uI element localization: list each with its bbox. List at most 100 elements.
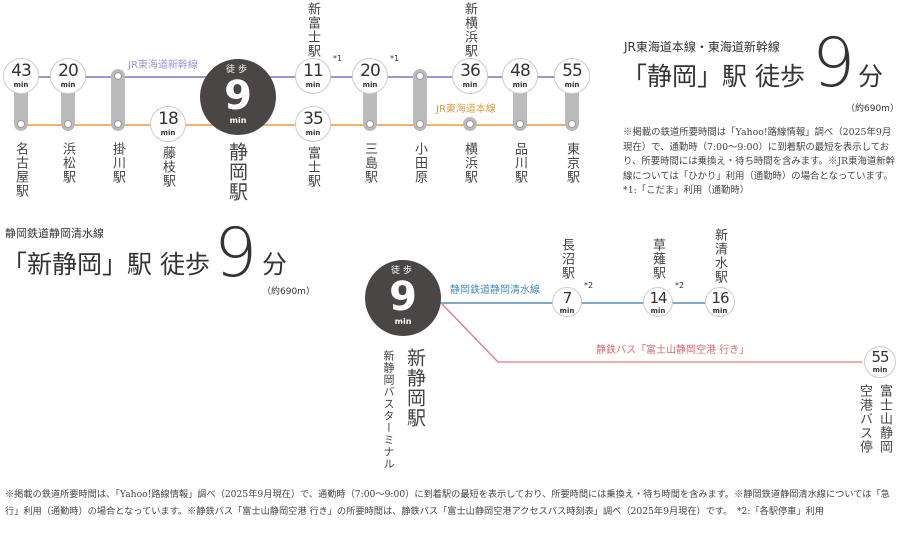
station-name: 品川駅	[512, 142, 527, 184]
heading2-distance: （約690m）	[262, 287, 315, 297]
minutes-value: 20	[360, 61, 381, 81]
minutes-unit: min	[650, 307, 666, 315]
minutes-value: 48	[510, 61, 531, 81]
station-name: 横浜駅	[462, 142, 477, 184]
station-name: 浜松駅	[60, 142, 75, 184]
station-dot	[114, 72, 122, 80]
minutes-value: 7	[562, 289, 573, 307]
walk-minutes: 9	[389, 274, 417, 320]
heading2-unit: 分	[262, 250, 288, 279]
minutes-unit: min	[512, 81, 528, 89]
minutes-unit: min	[362, 81, 378, 89]
station-name: 藤枝駅	[160, 146, 175, 188]
bus-terminal-name: 新静岡バスターミナル	[382, 350, 395, 470]
shinkansen-label: JR東海道新幹線	[128, 60, 198, 71]
transfer-connector	[111, 69, 125, 131]
walk-unit: min	[229, 116, 247, 125]
walk-unit: min	[394, 317, 412, 326]
station-dot	[64, 120, 72, 128]
heading1-walk: 徒歩	[754, 62, 805, 91]
station-name: 東京駅	[564, 142, 579, 184]
station-dot	[568, 120, 576, 128]
heading1-minutes: 9	[812, 24, 856, 103]
walk-prefix: 徒歩	[390, 266, 415, 276]
bus-route	[441, 303, 862, 363]
note-top: ※掲載の鉄道所要時間は「Yahoo!路線情報」調べ（2025年9月現在）で、通勤…	[623, 127, 896, 197]
heading2-station: 「新静岡」駅	[2, 250, 153, 279]
footnote-mark: *2	[675, 281, 685, 290]
minutes-unit: min	[60, 81, 76, 89]
minutes-value: 14	[649, 289, 667, 307]
station-name: 掛川駅	[110, 142, 125, 184]
station-name: 富士駅	[305, 146, 320, 188]
station-name-shin-shizuoka: 新静岡駅	[404, 348, 426, 428]
minutes-unit: min	[872, 366, 888, 374]
minutes-value: 11	[303, 61, 324, 81]
station-dot	[416, 72, 424, 80]
heading1-distance: （約690m）	[846, 104, 898, 114]
footnote-mark: *2	[584, 281, 594, 290]
minutes-unit: min	[712, 307, 728, 315]
station-name: 小田原	[412, 142, 427, 184]
footnote: ※掲載の鉄道所要時間は、「Yahoo!路線情報」調べ（2025年9月現在）で、通…	[5, 489, 890, 517]
minutes-value: 43	[11, 61, 32, 81]
minutes-value: 55	[562, 61, 583, 81]
station-dot	[366, 120, 374, 128]
station-dot	[114, 120, 122, 128]
station-name: 新富士駅	[305, 2, 320, 58]
minutes-value: 35	[303, 109, 324, 129]
station-dot	[466, 120, 474, 128]
station-name-shizuoka: 静岡駅	[226, 142, 248, 202]
honsen-label: JR東海道本線	[436, 104, 496, 115]
minutes-unit: min	[13, 81, 29, 89]
minutes-value: 20	[58, 61, 79, 81]
minutes-unit: min	[559, 307, 575, 315]
minutes-value: 36	[460, 61, 481, 81]
transfer-connector	[413, 69, 427, 131]
walk-prefix: 徒歩	[225, 65, 250, 75]
heading2-line: 静岡鉄道静岡清水線	[5, 227, 104, 240]
heading1-unit: 分	[858, 62, 884, 91]
station-name: 三島駅	[362, 142, 377, 184]
heading2-minutes: 9	[214, 214, 258, 293]
rail-label: 静岡鉄道静岡清水線	[450, 285, 540, 296]
station-dot	[516, 120, 524, 128]
station-dot	[17, 120, 25, 128]
bus-stop-name-1: 富士山静岡	[877, 384, 892, 454]
bus-stop-name-2: 空港バス停	[857, 384, 872, 454]
bus-label: 静鉄バス「富士山静岡空港 行き」	[596, 345, 750, 356]
minutes-unit: min	[564, 81, 580, 89]
minutes-unit: min	[305, 81, 321, 89]
minutes-unit: min	[160, 129, 176, 137]
minutes-value: 16	[711, 289, 729, 307]
minutes-unit: min	[305, 129, 321, 137]
station-name: 新横浜駅	[462, 2, 477, 58]
station-dot	[416, 120, 424, 128]
heading1-line: JR東海道本線・東海道新幹線	[624, 40, 780, 54]
walk-minutes: 9	[224, 73, 252, 119]
station-name: 草薙駅	[650, 238, 665, 280]
footnote-mark: *1	[390, 54, 400, 63]
heading1-station: 「静岡」駅	[622, 62, 748, 91]
heading1-title: 「静岡」駅 徒歩	[622, 62, 805, 92]
station-name: 名古屋駅	[13, 142, 28, 198]
station-name: 長沼駅	[559, 238, 574, 280]
heading2-title: 「新静岡」駅 徒歩	[2, 250, 210, 280]
footnote-mark: *1	[333, 54, 343, 63]
minutes-value: 55	[871, 348, 889, 366]
